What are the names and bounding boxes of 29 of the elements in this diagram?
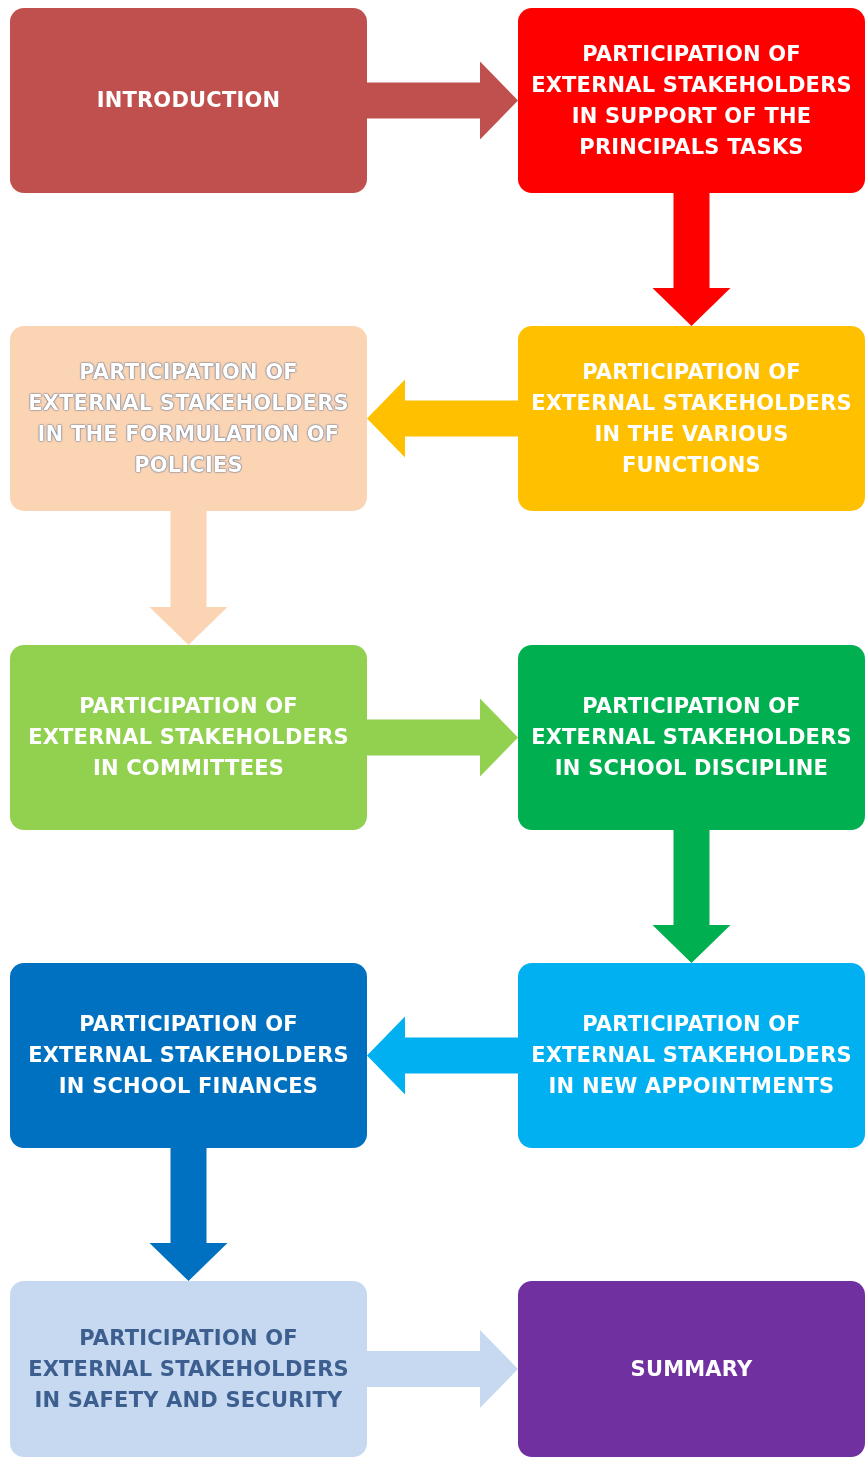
block-arrow — [149, 511, 228, 645]
process-box — [10, 963, 367, 1148]
box-label: PARTICIPATION OF EXTERNAL STAKEHOLDERS IN SAFETY AND SECURITY — [27, 1324, 350, 1414]
box-label: INTRODUCTION — [96, 87, 281, 114]
block-arrow — [149, 1148, 228, 1281]
box-label: PARTICIPATION OF EXTERNAL STAKEHOLDERS IN COMMITTEES — [27, 693, 350, 782]
process-box — [10, 8, 367, 193]
box-label: PARTICIPATION OF EXTERNAL STAKEHOLDERS IN SCHOOL FINANCES — [27, 1011, 350, 1100]
process-box — [518, 8, 865, 193]
block-arrow — [652, 193, 731, 326]
process-box — [518, 963, 865, 1148]
block-arrow — [652, 830, 731, 963]
box-label: PARTICIPATION OF EXTERNAL STAKEHOLDERS IN NEW APPOINTMENTS — [530, 1011, 853, 1100]
block-arrow — [367, 61, 518, 140]
block-arrow — [367, 1330, 518, 1408]
process-box — [10, 326, 367, 511]
process-box — [518, 1281, 865, 1457]
process-box — [518, 326, 865, 511]
box-label: PARTICIPATION OF EXTERNAL STAKEHOLDERS IN SUPPORT OF THE PRINCIPALS TASKS — [530, 40, 853, 161]
box-label: PARTICIPATION OF EXTERNAL STAKEHOLDERS IN THE FORMULATION OF POLICIES — [27, 358, 350, 479]
box-label: PARTICIPATION OF EXTERNAL STAKEHOLDERS IN THE VARIOUS FUNCTIONS — [530, 358, 853, 479]
box-label: SUMMARY — [630, 1355, 753, 1383]
process-box — [518, 645, 865, 830]
box-label: PARTICIPATION OF EXTERNAL STAKEHOLDERS IN SCHOOL DISCIPLINE — [530, 693, 853, 782]
block-arrow — [367, 379, 518, 458]
block-arrow — [367, 1016, 518, 1095]
process-box — [10, 1281, 367, 1457]
block-arrow — [367, 698, 518, 777]
process-box — [10, 645, 367, 830]
